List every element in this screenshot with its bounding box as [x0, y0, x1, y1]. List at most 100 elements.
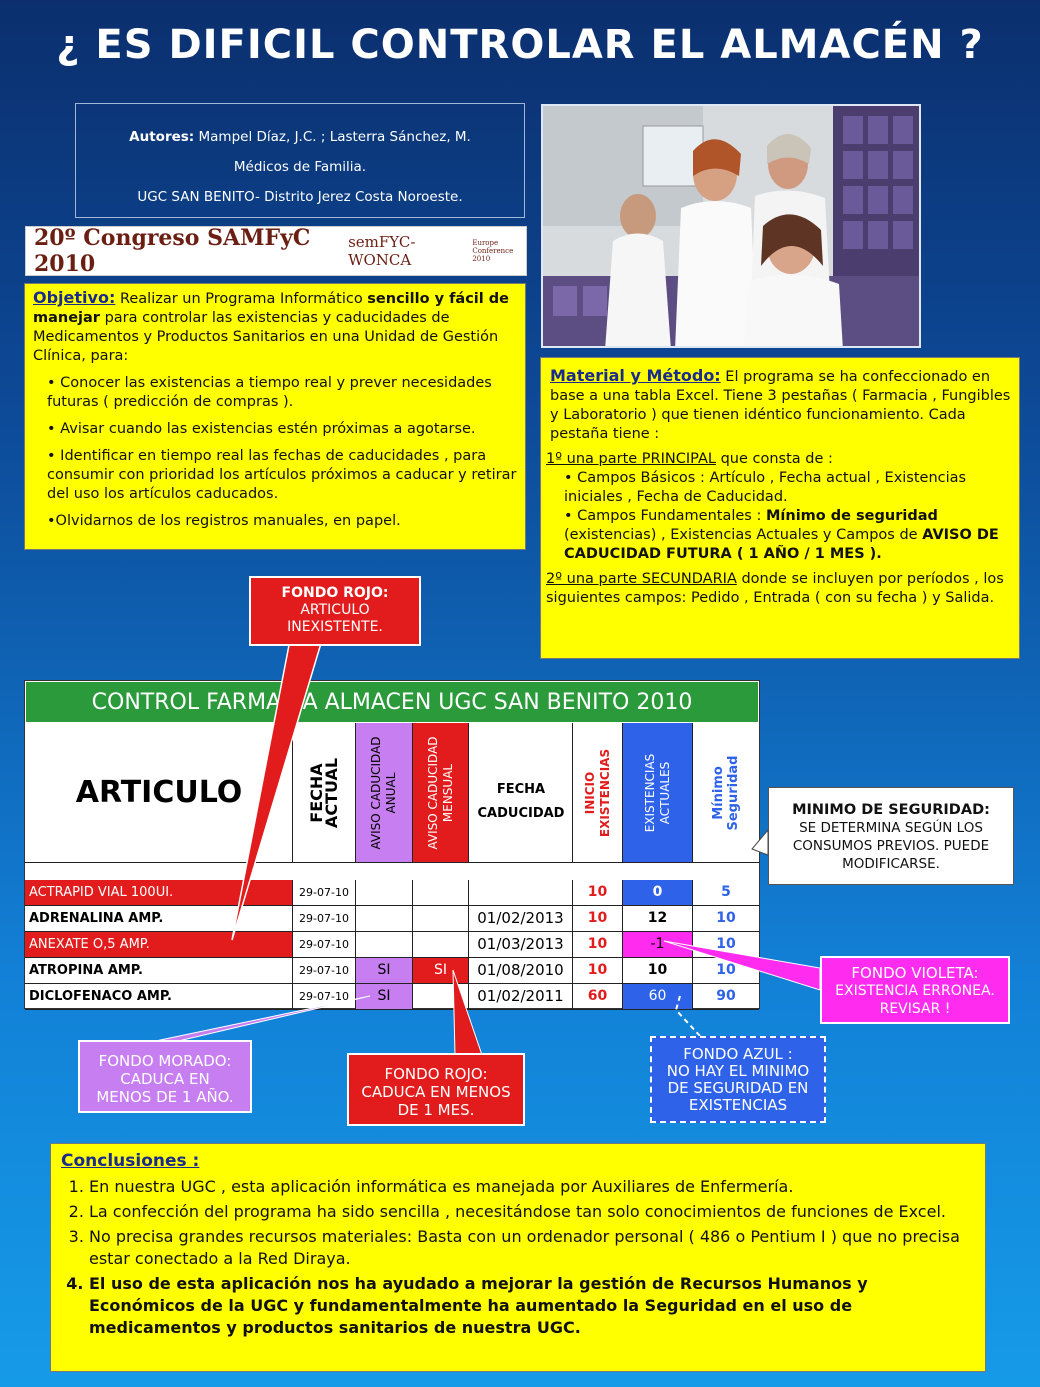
pointer-rojo-mes: [452, 969, 483, 1056]
cell-fecha: 29-07-10: [293, 984, 356, 1009]
header-aviso-anual: AVISO CADUCIDAD ANUAL: [356, 723, 413, 863]
pointer-azul: [674, 995, 701, 1037]
objetivo-bullet-1: • Conocer las existencias a tiempo real …: [47, 375, 492, 410]
cell-minimo: 90: [716, 988, 736, 1004]
material-c2b: Mínimo de seguridad: [765, 508, 938, 524]
material-principal: 1º una parte PRINCIPAL que consta de :: [546, 450, 1014, 469]
callout-azul: FONDO AZUL : NO HAY EL MINIMO DE SEGURID…: [650, 1036, 826, 1123]
conclusion-item: La confección del programa ha sido senci…: [89, 1201, 975, 1223]
cell-mensual: SI: [413, 958, 469, 983]
header-fecha-caducidad: FECHA CADUCIDAD: [469, 723, 573, 863]
cell-articulo: ADRENALINA AMP.: [25, 906, 293, 931]
congress-banner: 20º Congreso SAMFyC 2010 semFYC-WONCA Eu…: [25, 225, 527, 277]
conclusiones-heading: Conclusiones :: [61, 1151, 200, 1171]
authors-names: Mampel Díaz, J.C. ; Lasterra Sánchez, M.: [194, 129, 471, 145]
cell-minimo: 10: [716, 910, 736, 926]
cell-anual: [356, 880, 413, 905]
cell-caducidad: 01/08/2010: [469, 958, 573, 983]
table-title: CONTROL FARMACIA ALMACEN UGC SAN BENITO …: [25, 681, 759, 723]
objetivo-bullet-4: •Olvidarnos de los registros manuales, e…: [47, 513, 401, 529]
material-secundaria-label: 2º una parte SECUNDARIA: [546, 571, 737, 587]
objetivo-bullet-3: • Identificar en tiempo real las fechas …: [47, 448, 517, 502]
material-campos-fundamentales: • Campos Fundamentales : Mínimo de segur…: [564, 507, 1014, 564]
cell-inicio: 10: [573, 906, 623, 931]
material-c2d: AVISO DE CADUCIDAD FUTURA ( 1 AÑO / 1 ME…: [564, 527, 999, 562]
pointer-rojo-inexistente: [231, 639, 324, 941]
authors-box: Autores: Mampel Díaz, J.C. ; Lasterra Sá…: [75, 103, 525, 218]
pointer-violeta: [663, 940, 821, 991]
objetivo-t2: sencillo y fácil de manejar: [33, 291, 509, 326]
header-aviso-mensual: AVISO CADUCIDAD MENSUAL: [413, 723, 469, 863]
callout-violeta-body: EXISTENCIA ERRONEA. REVISAR !: [835, 983, 995, 1017]
conclusiones-box: Conclusiones : En nuestra UGC , esta apl…: [50, 1143, 986, 1372]
material-c2a: • Campos Fundamentales :: [564, 508, 766, 524]
pointer-morado: [145, 995, 371, 1044]
table-row: ADRENALINA AMP. 29-07-10 01/02/2013 10 1…: [25, 906, 759, 932]
cell-minimo: 10: [716, 936, 736, 952]
header-inicio: INICIO EXISTENCIAS: [573, 723, 623, 863]
material-intro-text: El programa se ha confeccionado en base …: [550, 369, 1011, 442]
poster-title: ¿ ES DIFICIL CONTROLAR EL ALMACÉN ?: [56, 22, 984, 68]
callout-minimo-body: SE DETERMINA SEGÚN LOS CONSUMOS PREVIOS.…: [792, 820, 990, 872]
cell-fecha: 29-07-10: [293, 880, 356, 905]
conclusion-item: No precisa grandes recursos materiales: …: [89, 1226, 975, 1270]
cell-inicio: 60: [573, 984, 623, 1009]
header-articulo-label: ARTICULO: [75, 775, 243, 810]
table-row: ATROPINA AMP. 29-07-10 SI SI 01/08/2010 …: [25, 958, 759, 984]
authors-center: UGC SAN BENITO- Distrito Jerez Costa Nor…: [137, 189, 463, 205]
team-photo: [541, 104, 921, 348]
conclusion-item: El uso de esta aplicación nos ha ayudado…: [89, 1273, 975, 1339]
callout-rojo-inexistente: FONDO ROJO: ARTICULO INEXISTENTE.: [249, 576, 421, 646]
table-row: ANEXATE O,5 AMP. 29-07-10 01/03/2013 10 …: [25, 932, 759, 958]
cell-inicio: 10: [573, 932, 623, 957]
callout-rojo-mes-body: CADUCA EN MENOS DE 1 MES.: [361, 1083, 511, 1119]
header-fecha-caducidad-label: FECHA CADUCIDAD: [477, 782, 565, 821]
cell-fecha: 29-07-10: [293, 958, 356, 983]
callout-morado-body: CADUCA EN MENOS DE 1 AÑO.: [96, 1070, 234, 1106]
cell-mensual: [413, 984, 469, 1009]
pointer-minimo: [751, 828, 769, 856]
congress-sub: semFYC-WONCA: [348, 233, 416, 269]
congress-sub2: Europe Conference 2010: [472, 239, 526, 263]
material-c2c: (existencias) , Existencias Actuales y C…: [564, 527, 923, 543]
header-minimo: Mínimo Seguridad: [693, 723, 759, 863]
material-principal-label: 1º una parte PRINCIPAL: [546, 451, 716, 467]
cell-caducidad: [469, 880, 573, 905]
callout-rojo-inexistente-body: ARTICULO INEXISTENTE.: [287, 602, 383, 635]
callout-azul-body: NO HAY EL MINIMO DE SEGURIDAD EN EXISTEN…: [666, 1062, 810, 1114]
cell-minimo: 10: [716, 962, 736, 978]
material-secundaria: 2º una parte SECUNDARIA donde se incluye…: [546, 570, 1014, 608]
objetivo-heading: Objetivo:: [33, 288, 116, 307]
cell-actuales: 60: [623, 984, 693, 1009]
header-articulo: ARTICULO: [25, 723, 293, 863]
header-fecha-actual: FECHA ACTUAL: [293, 723, 356, 863]
material-intro: Material y Método: El programa se ha con…: [546, 366, 1014, 444]
cell-articulo: ANEXATE O,5 AMP.: [25, 932, 293, 957]
cell-caducidad: 01/02/2011: [469, 984, 573, 1009]
conclusiones-list: En nuestra UGC , esta aplicación informá…: [61, 1176, 975, 1339]
objetivo-box: Objetivo: Realizar un Programa Informáti…: [24, 283, 526, 550]
cell-caducidad: 01/03/2013: [469, 932, 573, 957]
objetivo-bullet-2: • Avisar cuando las existencias estén pr…: [47, 421, 476, 437]
cell-inicio: 10: [573, 880, 623, 905]
cell-anual: [356, 932, 413, 957]
cell-anual: [356, 906, 413, 931]
team-photo-illustration: [543, 106, 919, 346]
cell-inicio: 10: [573, 958, 623, 983]
material-campos-basicos: • Campos Básicos : Artículo , Fecha actu…: [564, 470, 967, 505]
callout-minimo-seguridad: MINIMO DE SEGURIDAD: SE DETERMINA SEGÚN …: [768, 787, 1014, 885]
cell-articulo: DICLOFENACO AMP.: [25, 984, 293, 1009]
callout-violeta-title: FONDO VIOLETA:: [851, 964, 979, 982]
objetivo-text: Objetivo: Realizar un Programa Informáti…: [33, 288, 517, 366]
callout-violeta: FONDO VIOLETA: EXISTENCIA ERRONEA. REVIS…: [820, 956, 1010, 1024]
cell-actuales: 12: [623, 906, 693, 931]
conclusion-item: En nuestra UGC , esta aplicación informá…: [89, 1176, 975, 1198]
cell-minimo: 5: [721, 884, 731, 900]
objetivo-t3: para controlar las existencias y caducid…: [33, 310, 499, 364]
authors-label: Autores:: [129, 129, 195, 145]
callout-rojo-mes: FONDO ROJO: CADUCA EN MENOS DE 1 MES.: [347, 1053, 525, 1126]
material-heading: Material y Método:: [550, 366, 721, 385]
congress-europe: Europe: [472, 239, 499, 247]
cell-fecha: 29-07-10: [293, 906, 356, 931]
cell-fecha: 29-07-10: [293, 932, 356, 957]
